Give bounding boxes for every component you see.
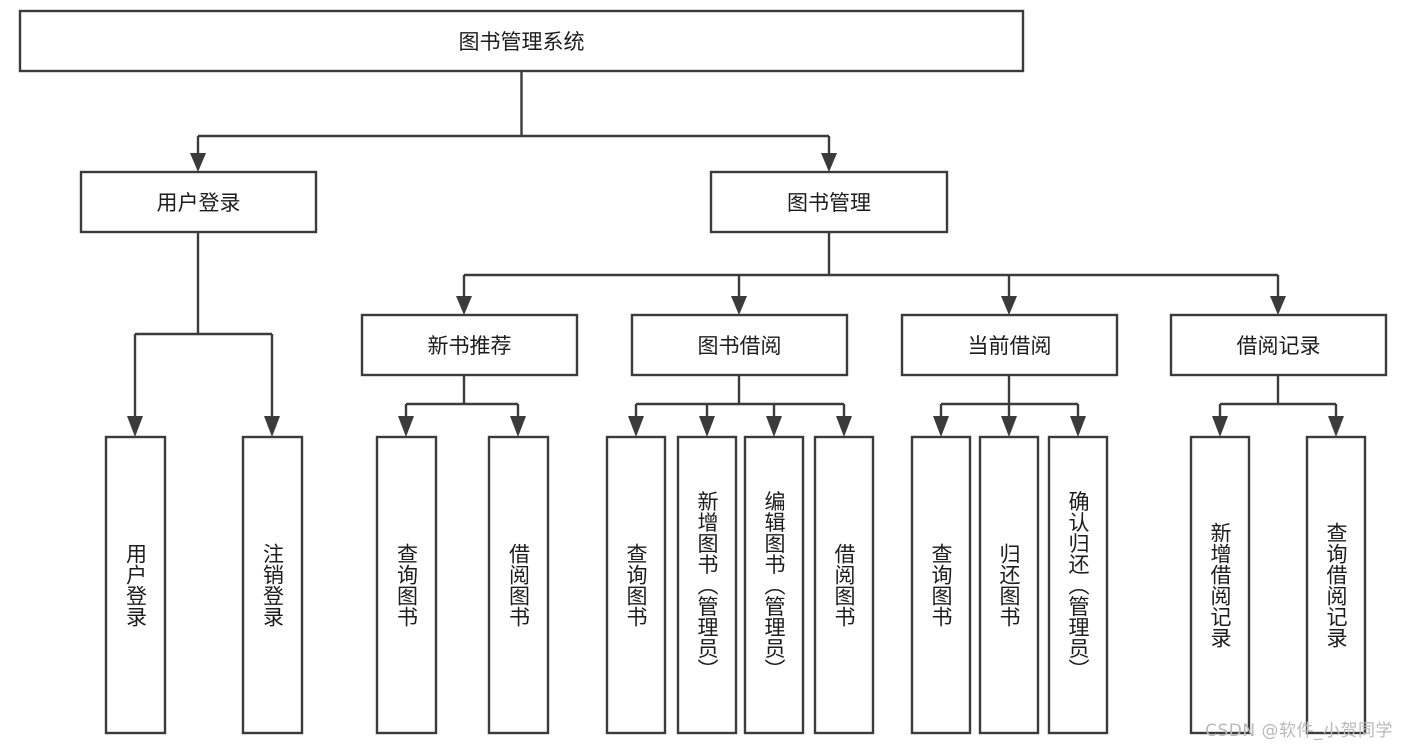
leaf-query-book-3-label: 查询图书 — [929, 543, 953, 627]
node-current-borrow-label: 当前借阅 — [968, 334, 1052, 358]
arrow-leaf-borrow-book-1 — [510, 416, 526, 437]
arrow-leaf-add-book-admin — [699, 416, 715, 437]
node-book-borrow-box[interactable] — [630, 313, 849, 377]
node-user-login-box[interactable] — [79, 170, 318, 234]
node-root-box[interactable] — [18, 9, 1025, 73]
leaf-return-book[interactable]: 归还图书 — [978, 435, 1040, 735]
leaf-query-book-2[interactable]: 查询图书 — [605, 435, 667, 735]
leaf-edit-book-admin-label: 编辑图书（管理员） — [762, 491, 786, 680]
leaf-user-login[interactable]: 用户登录 — [104, 435, 167, 735]
arrow-leaf-edit-book-admin — [766, 416, 782, 437]
leaf-user-login-label: 用户登录 — [124, 543, 148, 627]
leaf-edit-book-admin-box[interactable] — [743, 435, 805, 735]
arrow-leaf-borrow-book-2 — [836, 416, 852, 437]
arrow-to-book-management — [821, 153, 837, 172]
leaf-query-borrow-record-label: 查询借阅记录 — [1324, 522, 1348, 648]
leaf-add-book-admin-label: 新增图书（管理员） — [695, 491, 719, 680]
leaf-confirm-return-admin-label: 确认归还（管理员） — [1066, 491, 1090, 680]
node-new-book-recommend-label: 新书推荐 — [428, 334, 512, 358]
node-user-login[interactable]: 用户登录 — [79, 170, 318, 234]
leaf-borrow-book-2-box[interactable] — [813, 435, 875, 735]
leaf-user-login-box[interactable] — [104, 435, 167, 735]
connectors-layer — [127, 71, 1344, 437]
arrow-leaf-logout-login — [264, 416, 280, 437]
leaf-borrow-book-2[interactable]: 借阅图书 — [813, 435, 875, 735]
leaf-confirm-return-admin[interactable]: 确认归还（管理员） — [1047, 435, 1109, 735]
node-root-label: 图书管理系统 — [459, 30, 585, 54]
arrow-leaf-return-book — [1001, 416, 1017, 437]
node-book-management[interactable]: 图书管理 — [709, 170, 949, 234]
leaf-add-borrow-record-box[interactable] — [1189, 435, 1251, 735]
node-borrow-record-label: 借阅记录 — [1237, 334, 1321, 358]
node-borrow-record[interactable]: 借阅记录 — [1169, 313, 1388, 377]
leaf-borrow-book-1[interactable]: 借阅图书 — [487, 435, 550, 735]
node-book-borrow-label: 图书借阅 — [698, 334, 782, 358]
node-user-login-label: 用户登录 — [157, 191, 241, 215]
leaf-add-book-admin-box[interactable] — [676, 435, 738, 735]
leaf-return-book-label: 归还图书 — [997, 543, 1021, 627]
arrow-leaf-query-book-2 — [628, 416, 644, 437]
leaf-logout-login-label: 注销登录 — [261, 543, 285, 627]
leaf-query-book-1-box[interactable] — [375, 435, 438, 735]
arrow-to-borrow-record — [1270, 296, 1286, 315]
leaf-add-borrow-record[interactable]: 新增借阅记录 — [1189, 435, 1251, 735]
leaf-logout-login[interactable]: 注销登录 — [241, 435, 304, 735]
leaf-add-borrow-record-label: 新增借阅记录 — [1208, 522, 1232, 648]
leaf-borrow-book-1-label: 借阅图书 — [507, 543, 531, 627]
node-new-book-recommend-box[interactable] — [360, 313, 579, 377]
leaf-borrow-book-2-label: 借阅图书 — [832, 543, 856, 627]
leaf-query-borrow-record[interactable]: 查询借阅记录 — [1305, 435, 1367, 735]
leaf-query-book-1[interactable]: 查询图书 — [375, 435, 438, 735]
node-book-borrow[interactable]: 图书借阅 — [630, 313, 849, 377]
arrow-leaf-user-login — [127, 416, 143, 437]
leaf-query-book-1-label: 查询图书 — [395, 543, 419, 627]
leaf-return-book-box[interactable] — [978, 435, 1040, 735]
node-book-management-label: 图书管理 — [787, 191, 871, 215]
arrow-to-new-book-recommend — [456, 296, 472, 315]
arrow-to-book-borrow — [731, 296, 747, 315]
leaf-logout-login-box[interactable] — [241, 435, 304, 735]
leaf-query-borrow-record-box[interactable] — [1305, 435, 1367, 735]
leaf-borrow-book-1-box[interactable] — [487, 435, 550, 735]
arrow-to-user-login — [190, 153, 206, 172]
leaf-edit-book-admin[interactable]: 编辑图书（管理员） — [743, 435, 805, 735]
arrow-leaf-query-book-1 — [398, 416, 414, 437]
leaf-add-book-admin[interactable]: 新增图书（管理员） — [676, 435, 738, 735]
arrow-leaf-query-borrow-record — [1328, 416, 1344, 437]
arrow-leaf-add-borrow-record — [1212, 416, 1228, 437]
leaf-query-book-2-label: 查询图书 — [624, 543, 648, 627]
node-book-management-box[interactable] — [709, 170, 949, 234]
node-root[interactable]: 图书管理系统 — [18, 9, 1025, 73]
node-borrow-record-box[interactable] — [1169, 313, 1388, 377]
leaf-query-book-3-box[interactable] — [910, 435, 972, 735]
leaf-query-book-3[interactable]: 查询图书 — [910, 435, 972, 735]
arrow-to-current-borrow — [1001, 296, 1017, 315]
leaf-query-book-2-box[interactable] — [605, 435, 667, 735]
node-new-book-recommend[interactable]: 新书推荐 — [360, 313, 579, 377]
arrow-leaf-confirm-return-admin — [1070, 416, 1086, 437]
leaf-confirm-return-admin-box[interactable] — [1047, 435, 1109, 735]
node-current-borrow[interactable]: 当前借阅 — [900, 313, 1119, 377]
node-current-borrow-box[interactable] — [900, 313, 1119, 377]
arrow-leaf-query-book-3 — [933, 416, 949, 437]
